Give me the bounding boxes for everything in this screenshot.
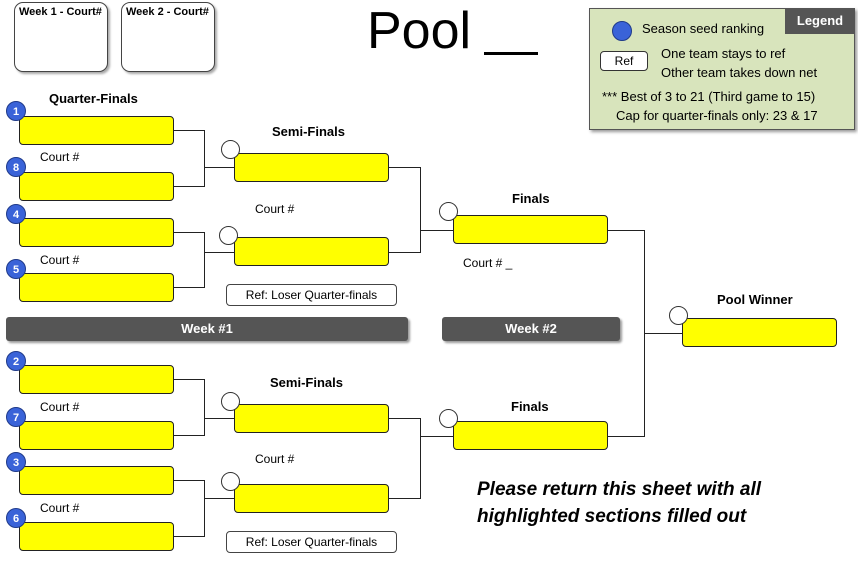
seed-badge: 2 <box>6 351 26 371</box>
pick-circle[interactable] <box>221 472 240 491</box>
seed-badge: 1 <box>6 101 26 121</box>
ref-loser-box-top: Ref: Loser Quarter-finals <box>226 284 397 306</box>
pick-circle[interactable] <box>219 226 238 245</box>
legend-ref-box: Ref <box>600 51 648 71</box>
seed-badge: 5 <box>6 259 26 279</box>
ref-loser-box-bottom: Ref: Loser Quarter-finals <box>226 531 397 553</box>
qf-slot-seed8[interactable] <box>19 172 174 201</box>
seed-badge: 3 <box>6 452 26 472</box>
seed-badge: 6 <box>6 508 26 528</box>
sf-slot-top-a[interactable] <box>234 153 389 182</box>
finals-heading-top: Finals <box>512 191 550 206</box>
pick-circle[interactable] <box>439 202 458 221</box>
finals-heading-bottom: Finals <box>511 399 549 414</box>
court-label: Court # <box>255 202 295 216</box>
final-slot-bottom[interactable] <box>453 421 608 450</box>
court-label: Court # <box>40 150 80 164</box>
legend-ref-line1: One team stays to ref <box>661 46 786 61</box>
week1-bar: Week #1 <box>6 317 408 341</box>
seed-badge: 8 <box>6 157 26 177</box>
qf-slot-seed2[interactable] <box>19 365 174 394</box>
court-label: Court # <box>40 253 80 267</box>
court-label: Court # <box>255 452 295 466</box>
sf-slot-bottom-a[interactable] <box>234 404 389 433</box>
legend-tag: Legend <box>785 8 855 34</box>
qf-slot-seed6[interactable] <box>19 522 174 551</box>
court-label: Court # <box>40 501 80 515</box>
pool-winner-heading: Pool Winner <box>717 292 793 307</box>
legend-panel: Legend Season seed ranking Ref One team … <box>589 8 855 130</box>
seed-badge: 7 <box>6 407 26 427</box>
legend-seed-text: Season seed ranking <box>642 21 765 36</box>
qf-slot-seed4[interactable] <box>19 218 174 247</box>
pool-winner-slot[interactable] <box>682 318 837 347</box>
sf-slot-top-b[interactable] <box>234 237 389 266</box>
week1-court-card[interactable]: Week 1 - Court# <box>14 2 108 72</box>
pool-number-blank[interactable] <box>484 52 538 55</box>
court-label: Court # <box>40 400 80 414</box>
page-title: Pool <box>367 2 472 60</box>
pick-circle[interactable] <box>439 409 458 428</box>
qf-slot-seed1[interactable] <box>19 116 174 145</box>
pick-circle[interactable] <box>221 392 240 411</box>
semi-finals-heading-top: Semi-Finals <box>272 124 345 139</box>
quarter-finals-heading: Quarter-Finals <box>49 91 138 106</box>
legend-ref-line2: Other team takes down net <box>661 65 818 80</box>
week2-court-card[interactable]: Week 2 - Court# <box>121 2 215 72</box>
semi-finals-heading-bottom: Semi-Finals <box>270 375 343 390</box>
court-label-blank: Court # _ <box>463 256 513 270</box>
qf-slot-seed7[interactable] <box>19 421 174 450</box>
seed-icon <box>612 21 632 41</box>
return-note: Please return this sheet with all highli… <box>477 479 762 527</box>
final-slot-top[interactable] <box>453 215 608 244</box>
pick-circle[interactable] <box>221 140 240 159</box>
sf-slot-bottom-b[interactable] <box>234 484 389 513</box>
qf-slot-seed3[interactable] <box>19 466 174 495</box>
seed-badge: 4 <box>6 204 26 224</box>
qf-slot-seed5[interactable] <box>19 273 174 302</box>
week2-bar: Week #2 <box>442 317 620 341</box>
legend-note1: *** Best of 3 to 21 (Third game to 15) <box>602 89 816 104</box>
legend-note2: Cap for quarter-finals only: 23 & 17 <box>616 108 818 123</box>
pick-circle[interactable] <box>669 306 688 325</box>
